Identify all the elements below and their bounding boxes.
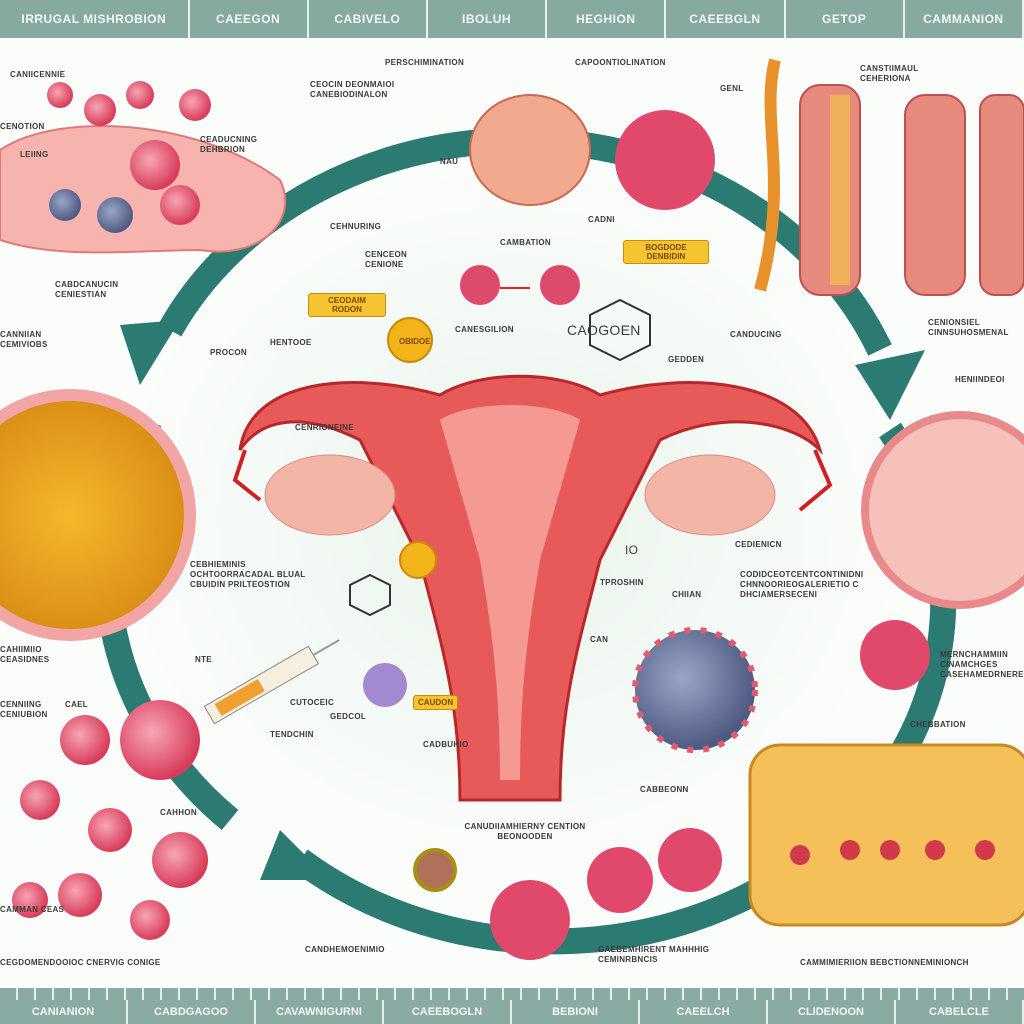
footer-cell: BEBIONI bbox=[512, 1000, 640, 1024]
diagram-label: NAU bbox=[440, 157, 459, 166]
diagram-label: CAMMAN CEAS bbox=[0, 905, 65, 914]
pill-label: OBIDOE bbox=[399, 337, 431, 346]
diagram-label: CANESGILION bbox=[455, 325, 514, 334]
diagram-label: CAMMIMIERIION BEBCTIONNEMINIONCH bbox=[800, 958, 969, 967]
diagram-label: TPROSHIN bbox=[600, 578, 644, 587]
molecule-ring bbox=[589, 298, 651, 362]
diagram-label: CHEBBATION bbox=[910, 720, 966, 729]
hormone-tag: CAUDON bbox=[413, 695, 459, 710]
diagram-label: PROCON bbox=[210, 348, 247, 357]
muscle-tissue-circle bbox=[861, 411, 1024, 609]
virus-cluster bbox=[615, 110, 715, 210]
header-cell: IRRUGAL MISHROBION bbox=[0, 0, 190, 38]
hormone-tag: CEODAIM RODON bbox=[308, 293, 386, 317]
hormone-pill bbox=[387, 317, 433, 363]
header-cell: CAEEBGLN bbox=[666, 0, 786, 38]
diagram-label: CANDHEMOENIMIO bbox=[305, 945, 385, 954]
diagram-label: CODIDCEOTCENTCONTINIDNI CHNNOORIEOGALERI… bbox=[740, 570, 864, 599]
diagram-label: CANIICENNIE bbox=[10, 70, 66, 79]
diagram-label: CANDUCING bbox=[730, 330, 782, 339]
header-cell: CABIVELO bbox=[309, 0, 428, 38]
diagram-label: GENL bbox=[720, 84, 744, 93]
syringe bbox=[203, 639, 340, 725]
diagram-label: GEDCOL bbox=[330, 712, 367, 721]
diagram-label: CENRIONEINE bbox=[295, 423, 354, 432]
footer-cell: CAEELCH bbox=[640, 1000, 768, 1024]
diagram-label: GAEBEMHIRENT MAHHHIG CEMINRBNCIS bbox=[598, 945, 710, 964]
diagram-label: CENIONSIEL CINNSUHOSMENAL bbox=[928, 318, 1009, 337]
diagram-label: CAN bbox=[590, 635, 609, 644]
diagram-label: CENCEON CENIONE bbox=[365, 250, 408, 269]
header-cell: IBOLUH bbox=[428, 0, 548, 38]
diagram-label: CABBEONN bbox=[640, 785, 689, 794]
diagram-label: CEBHIEMINIS OCHTOORRACADAL BLUAL CBUIDIN… bbox=[190, 560, 306, 589]
diagram-label: CAMBATION bbox=[500, 238, 551, 247]
header-cell: CAMMANION bbox=[905, 0, 1024, 38]
diagram-label: HENTOOE bbox=[270, 338, 312, 347]
cell-cluster-bottom-left bbox=[12, 700, 208, 940]
footer-cell: CAVAWNIGURNI bbox=[256, 1000, 384, 1024]
uterus-diagram bbox=[232, 374, 833, 802]
diagram-label: CEDIENICN bbox=[735, 540, 782, 549]
diagram-label: CAHIIMIIO CEASIDNES bbox=[0, 645, 50, 664]
header-bar: IRRUGAL MISHROBION CAEEGON CABIVELO IBOL… bbox=[0, 0, 1024, 38]
diagram-label: CADBUHIO bbox=[423, 740, 469, 749]
header-cell: HEGHION bbox=[547, 0, 667, 38]
diagram-label: LEIING bbox=[20, 150, 49, 159]
diagram-label: MERNCHAMMIIN CINAMCHGES CASEHAMEDRNERE bbox=[940, 650, 1024, 679]
diagram-label: CANUDIIAMHIERNY CENTION BEONOODEN bbox=[464, 822, 586, 841]
diagram-label: CAPOONTIOLINATION bbox=[575, 58, 666, 67]
arrow-head-bottom bbox=[260, 830, 330, 880]
footer-cell: CABELCLE bbox=[896, 1000, 1024, 1024]
large-virus bbox=[632, 627, 758, 753]
diagram-label: NTE bbox=[195, 655, 212, 664]
header-cell: GETOP bbox=[786, 0, 905, 38]
diagram-label: CAEL bbox=[65, 700, 88, 709]
diagram-label: HENIINDEOI bbox=[955, 375, 1005, 384]
brain-like-tissue bbox=[469, 94, 591, 206]
skin-tissue-block bbox=[748, 743, 1024, 927]
diagram-label: PERSCHIMINATION bbox=[385, 58, 465, 67]
diagram-label: CANNIIAN CEMIVIOBS bbox=[0, 330, 48, 349]
diagram-label: CAHHON bbox=[160, 808, 197, 817]
footer-cell: CLIDENOON bbox=[768, 1000, 896, 1024]
diagram-label: GEDDEN bbox=[668, 355, 705, 364]
hormone-tag: BOGDODE DENBIDIN bbox=[623, 240, 709, 264]
diagram-label: CABDCANUCIN CENIESTIAN bbox=[55, 280, 119, 299]
diagram-label: IO bbox=[625, 543, 639, 557]
footer-cell: CAEEBOGLN bbox=[384, 1000, 512, 1024]
diagram-label: CANSTIIMAUL CEHERIONA bbox=[860, 64, 919, 83]
diagram-label: CEADUCNING DEHBRION bbox=[200, 135, 258, 154]
diagram-label: CEOCIN DEONMAIOI CANEBIODINALON bbox=[310, 80, 395, 99]
illustration bbox=[0, 58, 1024, 960]
diagram-label: CENNIING CENIUBION bbox=[0, 700, 48, 719]
arrow-head-right bbox=[855, 350, 925, 420]
diagram-label: CADNI bbox=[588, 215, 615, 224]
footer-cell: CANIANION bbox=[0, 1000, 128, 1024]
footer-grid bbox=[0, 988, 1024, 1000]
diagram-label: TENDCHIN bbox=[270, 730, 314, 739]
tissue-top-left bbox=[0, 125, 287, 254]
diagram-label: CEGDOMENDOOIOC CNERVIG CONIGE bbox=[0, 958, 161, 967]
diagram-label: CENOTION bbox=[0, 122, 45, 131]
diagram-label: CEHNURING bbox=[330, 222, 382, 231]
diagram-label: CHIIAN bbox=[672, 590, 702, 599]
header-cell: CAEEGON bbox=[190, 0, 309, 38]
fat-tissue-circle bbox=[0, 389, 196, 641]
diagram-label: CUTOCEIC bbox=[290, 698, 335, 707]
footer-cell: CABDGAGOO bbox=[128, 1000, 256, 1024]
arrow-head-left bbox=[120, 320, 180, 385]
footer-bar: CANIANION CABDGAGOO CAVAWNIGURNI CAEEBOG… bbox=[0, 988, 1024, 1024]
diagram-label: CAOGOEN bbox=[567, 322, 641, 338]
